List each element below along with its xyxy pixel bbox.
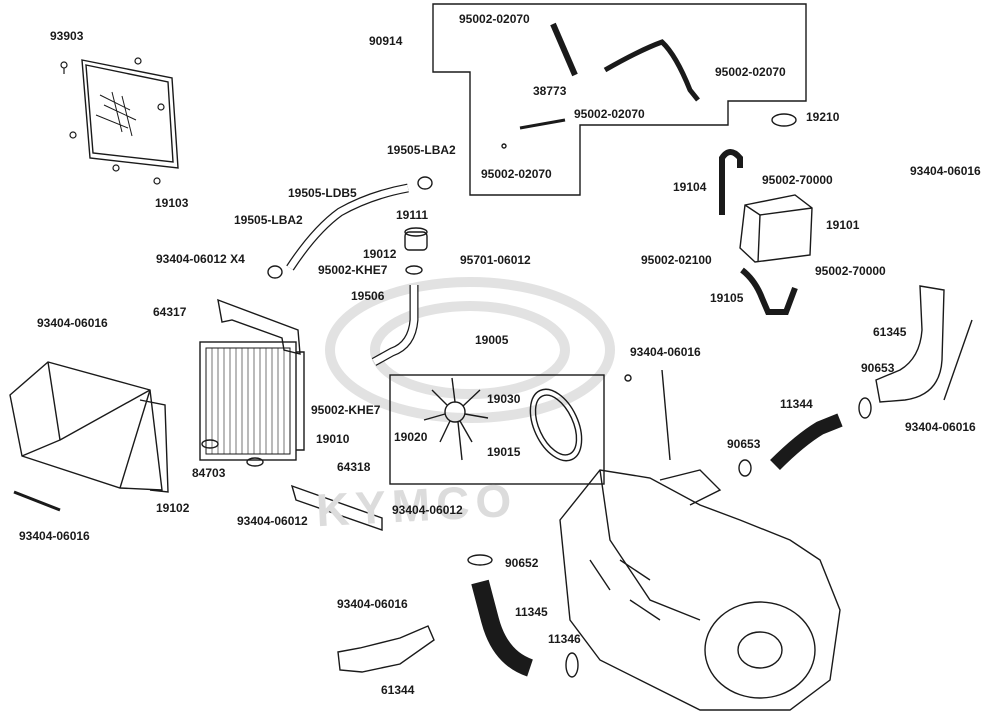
- rubber-mount-84703: [201, 439, 264, 467]
- bracket-64318: [290, 484, 383, 531]
- air-hose-11345: [471, 579, 534, 677]
- part-label: 19105: [710, 291, 744, 305]
- part-label: 93404-06012: [392, 503, 463, 517]
- part-label: 95002-02070: [481, 167, 552, 181]
- part-label: 93404-06016: [337, 597, 408, 611]
- part-label: 95002-KHE7: [318, 263, 388, 277]
- part-label: 38773: [533, 84, 567, 98]
- bolt-strip-93404-06016: [624, 369, 671, 461]
- part-label: 19103: [155, 196, 189, 210]
- air-duct-61344: [337, 625, 435, 673]
- part-label: 84703: [192, 466, 226, 480]
- coolant-reservoir-19101: [739, 194, 813, 263]
- part-label: 11345: [515, 605, 548, 619]
- part-label: 19020: [394, 430, 428, 444]
- part-label: 19005: [475, 333, 509, 347]
- part-label: 19104: [673, 180, 707, 194]
- part-label: 19505-LBA2: [387, 143, 456, 157]
- part-label: 93404-06016: [910, 164, 981, 178]
- part-label: 19505-LDB5: [288, 186, 357, 200]
- screw-set-93903: [60, 57, 165, 185]
- part-label: 19111: [396, 208, 429, 222]
- air-hose-11344: [770, 413, 843, 470]
- bracket-64317: [217, 298, 301, 355]
- bolt-93404-06016-left: [13, 490, 61, 512]
- part-label: 95002-02070: [715, 65, 786, 79]
- part-label: 11344: [780, 397, 813, 411]
- part-label: 19015: [487, 445, 521, 459]
- part-label: 95002-02100: [641, 253, 712, 267]
- radiator-cap-19210: [771, 113, 797, 127]
- part-label: 93404-06016: [630, 345, 701, 359]
- overflow-hose-19104: [719, 149, 743, 215]
- fan-blade-19020: [423, 377, 489, 461]
- part-label: 19210: [806, 110, 840, 124]
- watermark-logo: [325, 277, 615, 423]
- part-label: 90653: [861, 361, 895, 375]
- part-label: 93404-06016: [19, 529, 90, 543]
- thermostat-19111: [404, 227, 428, 275]
- fan-shroud-19102: [9, 361, 169, 493]
- part-label: 95002-KHE7: [311, 403, 381, 417]
- vent-hose-set-90914: [501, 22, 700, 149]
- part-label: 95002-70000: [762, 173, 833, 187]
- part-label: 93903: [50, 29, 84, 43]
- strap-93404-06016-right: [943, 319, 973, 401]
- part-label: 90914: [369, 34, 403, 48]
- part-label: 95701-06012: [460, 253, 531, 267]
- radiator-screen-19103: [81, 59, 179, 169]
- part-label: 19030: [487, 392, 521, 406]
- part-label: 64318: [337, 460, 371, 474]
- assembly-90914-frame: [432, 3, 807, 196]
- part-label: 19505-LBA2: [234, 213, 303, 227]
- part-label: 19102: [156, 501, 190, 515]
- part-label: 90652: [505, 556, 539, 570]
- part-label: 19506: [351, 289, 385, 303]
- hose-clamp-19505-LBA2-low: [267, 265, 283, 279]
- part-label: 93404-06012: [237, 514, 308, 528]
- part-label: 19012: [363, 247, 397, 261]
- air-duct-61345: [875, 285, 945, 403]
- engine-assembly: [559, 469, 841, 711]
- radiator-19010: [199, 341, 305, 461]
- part-label: 95002-70000: [815, 264, 886, 278]
- assembly-19005-frame: [389, 374, 605, 485]
- part-label: 95002-02070: [459, 12, 530, 26]
- part-label: 93404-06016: [905, 420, 976, 434]
- part-label: 64317: [153, 305, 187, 319]
- part-label: 93404-06012 X4: [156, 252, 245, 266]
- part-label: 93404-06016: [37, 316, 108, 330]
- part-label: 19101: [826, 218, 860, 232]
- return-hose-19105: [740, 267, 798, 315]
- part-label: 61344: [381, 683, 415, 697]
- part-label: 11346: [548, 632, 581, 646]
- hose-clamp-19505-LBA2-top: [417, 176, 433, 190]
- part-label: 90653: [727, 437, 761, 451]
- fan-ring-19015: [529, 388, 583, 462]
- part-label: 19010: [316, 432, 350, 446]
- part-label: 95002-02070: [574, 107, 645, 121]
- part-label: 61345: [873, 325, 907, 339]
